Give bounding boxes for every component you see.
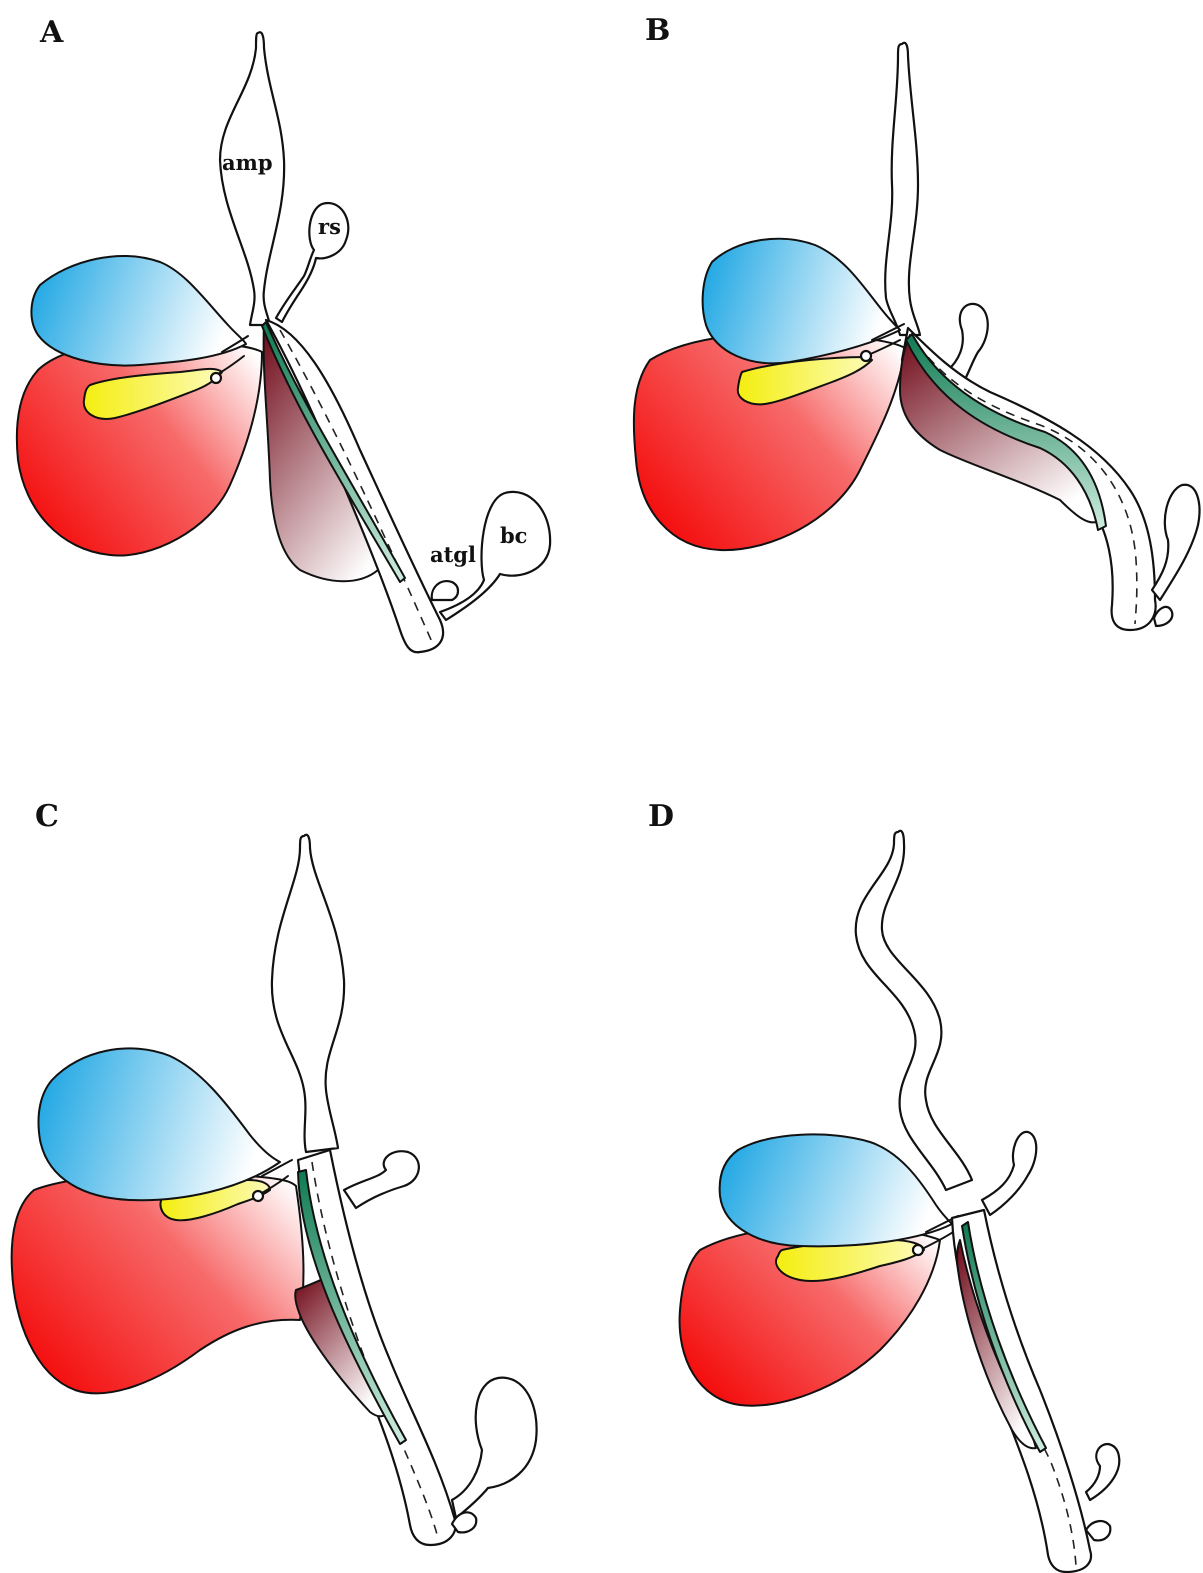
panel-a: A amp rs atgl bc (17, 15, 550, 652)
blue-organ (720, 1134, 952, 1246)
ampulla (856, 831, 972, 1190)
bursa-copulatrix (1152, 485, 1199, 600)
bursa-copulatrix (452, 1378, 537, 1518)
panel-letter-b: B (645, 13, 670, 48)
label-bc: bc (500, 523, 527, 548)
label-amp: amp (222, 150, 273, 175)
red-organ (12, 1174, 304, 1393)
receptaculum-seminis (982, 1132, 1036, 1215)
panel-letter-d: D (648, 799, 674, 834)
accessory-gland (1154, 607, 1172, 626)
panel-d: D (648, 799, 1119, 1572)
accessory-gland (1086, 1521, 1110, 1540)
duct-knob (211, 373, 221, 383)
duct-knob (253, 1191, 263, 1201)
accessory-gland (432, 581, 458, 600)
panel-c: C (12, 799, 537, 1545)
ampulla (272, 835, 344, 1152)
panel-letter-a: A (39, 15, 64, 50)
label-atgl: atgl (430, 542, 476, 567)
label-rs: rs (318, 214, 341, 239)
ampulla (885, 43, 920, 335)
panel-b: B (634, 13, 1200, 630)
bursa-copulatrix (1086, 1444, 1119, 1500)
ampulla (220, 32, 284, 325)
duct-knob (861, 351, 871, 361)
panel-letter-c: C (35, 799, 59, 834)
blue-organ (39, 1048, 281, 1200)
duct-knob (913, 1245, 923, 1255)
red-organ (17, 341, 262, 555)
blue-organ (31, 256, 246, 365)
receptaculum-seminis (344, 1151, 419, 1208)
